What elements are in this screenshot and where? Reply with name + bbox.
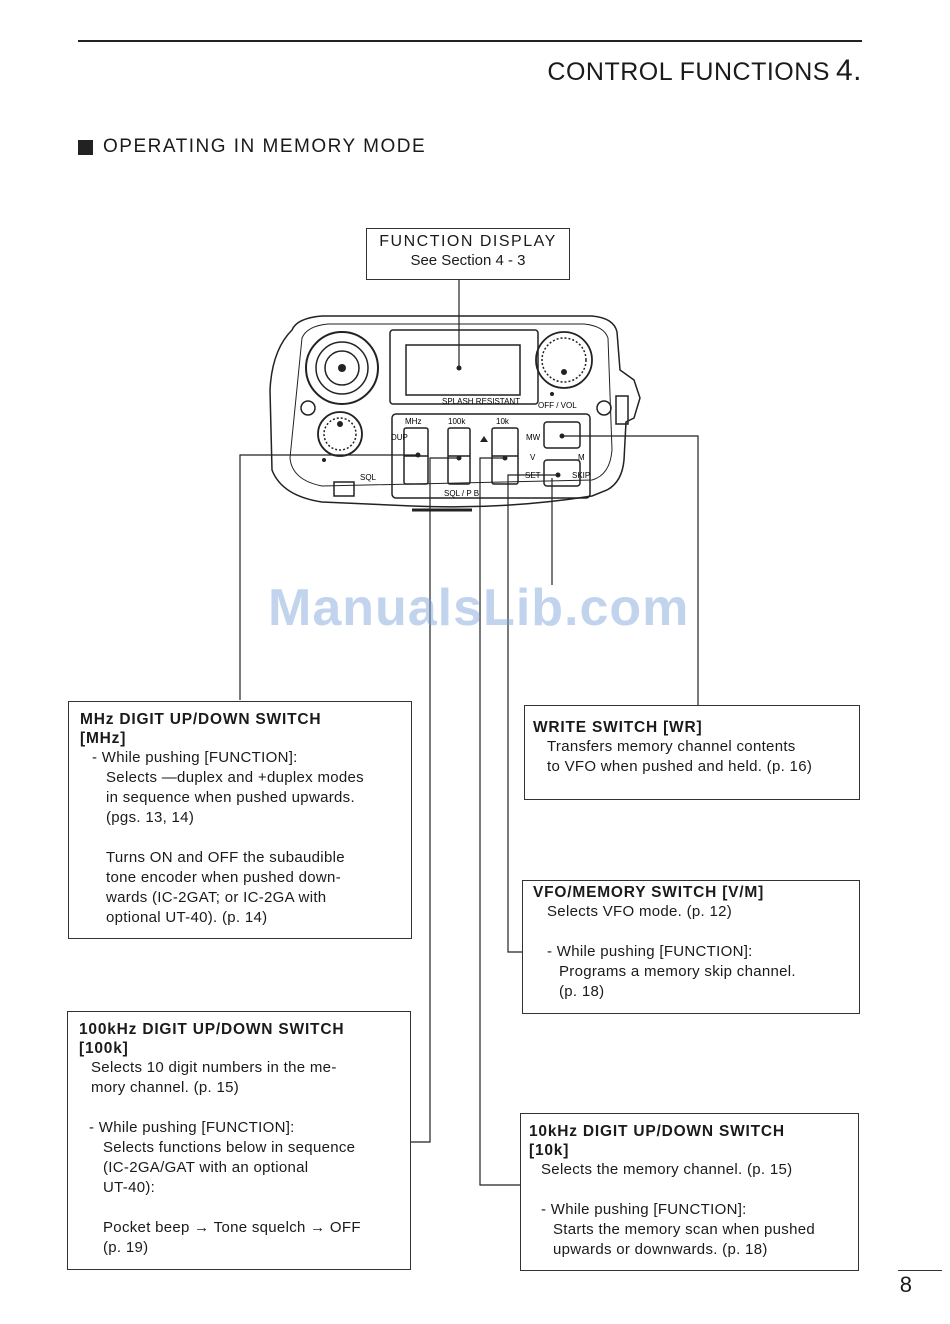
100k-box-line: (IC-2GA/GAT with an optional xyxy=(103,1159,309,1176)
section-title: OPERATING IN MEMORY MODE xyxy=(103,136,427,157)
10k-key-label: 10k xyxy=(496,417,510,426)
sql-label: SQL xyxy=(360,473,377,482)
mhz-box-line: - While pushing [FUNCTION]: xyxy=(92,749,298,766)
vfo-box-line: Programs a memory skip channel. xyxy=(559,963,796,980)
10k-box-line: upwards or downwards. (p. 18) xyxy=(553,1241,768,1258)
mhz-box-title-code: [MHz] xyxy=(80,730,127,747)
m-label: M xyxy=(578,453,585,462)
mhz-box-line: in sequence when pushed upwards. xyxy=(106,789,355,806)
100k-switch-description-box: 100kHz DIGIT UP/DOWN SWITCH [100k] Selec… xyxy=(67,1011,411,1270)
vfo-box-line: (p. 18) xyxy=(559,983,605,1000)
radio-front-panel-illustration: SPLASH RESISTANT OFF / VOL MHz 100k 10k … xyxy=(269,315,641,512)
100k-box-line: Pocket beep → Tone squelch → OFF xyxy=(103,1219,361,1236)
vfo-box-line: Selects VFO mode. (p. 12) xyxy=(547,903,733,920)
write-switch-description-box: WRITE SWITCH [WR] Transfers memory chann… xyxy=(524,705,860,800)
100k-box-line: Selects functions below in sequence xyxy=(103,1139,356,1156)
mhz-key-label: MHz xyxy=(405,417,421,426)
header-chapter-number: 4. xyxy=(835,54,862,87)
10k-box-line: Selects the memory channel. (p. 15) xyxy=(541,1161,793,1178)
100k-box-title-code: [100k] xyxy=(79,1040,129,1057)
vfo-box-title: VFO/MEMORY SWITCH [V/M] xyxy=(533,884,765,901)
section-heading: OPERATING IN MEMORY MODE xyxy=(78,136,426,158)
splash-resistant-label: SPLASH RESISTANT xyxy=(442,397,520,406)
mhz-box-line: Selects —duplex and +duplex modes xyxy=(106,769,364,786)
100k-box-line: - While pushing [FUNCTION]: xyxy=(89,1119,295,1136)
write-box-line: Transfers memory channel contents xyxy=(547,738,796,755)
mhz-box-line: tone encoder when pushed down- xyxy=(106,869,341,886)
mhz-box-line: optional UT-40). (p. 14) xyxy=(106,909,268,926)
10k-box-title-code: [10k] xyxy=(529,1142,570,1159)
10k-switch-description-box: 10kHz DIGIT UP/DOWN SWITCH [10k] Selects… xyxy=(520,1113,859,1271)
write-box-line: to VFO when pushed and held. (p. 16) xyxy=(547,758,813,775)
vfo-memory-switch-description-box: VFO/MEMORY SWITCH [V/M] Selects VFO mode… xyxy=(522,880,860,1014)
mhz-box-line: Turns ON and OFF the subaudible xyxy=(106,849,345,866)
function-display-callout: FUNCTION DISPLAY See Section 4 - 3 xyxy=(366,228,570,280)
function-display-title: FUNCTION DISPLAY xyxy=(379,233,557,250)
top-rule xyxy=(78,40,862,42)
mhz-switch-description-box: MHz DIGIT UP/DOWN SWITCH [MHz] - While p… xyxy=(68,701,412,939)
off-vol-label: OFF / VOL xyxy=(538,401,577,410)
set-label: SET xyxy=(525,471,541,480)
100k-box-line: mory channel. (p. 15) xyxy=(91,1079,240,1096)
vfo-box-line: - While pushing [FUNCTION]: xyxy=(547,943,753,960)
mhz-box-title: MHz DIGIT UP/DOWN SWITCH xyxy=(80,711,322,728)
sql-pb-label: SQL / P B xyxy=(444,489,479,498)
100k-box-line: Selects 10 digit numbers in the me- xyxy=(91,1059,337,1076)
10k-box-title: 10kHz DIGIT UP/DOWN SWITCH xyxy=(529,1123,785,1140)
mhz-box-line: (pgs. 13, 14) xyxy=(106,809,195,826)
mw-label: MW xyxy=(526,433,541,442)
100k-key-label: 100k xyxy=(448,417,466,426)
v-label: V xyxy=(530,453,536,462)
skip-label: SKIP xyxy=(572,471,590,480)
page-number: 8 xyxy=(899,1272,912,1297)
write-box-title: WRITE SWITCH [WR] xyxy=(533,719,703,736)
watermark: ManualsLib.com xyxy=(268,579,690,637)
100k-box-title: 100kHz DIGIT UP/DOWN SWITCH xyxy=(79,1021,345,1038)
100k-box-line: UT-40): xyxy=(103,1179,156,1196)
mhz-box-line: wards (IC-2GAT; or IC-2GA with xyxy=(106,889,327,906)
dup-label: DUP xyxy=(391,433,408,442)
100k-box-line: (p. 19) xyxy=(103,1239,149,1256)
10k-box-line: - While pushing [FUNCTION]: xyxy=(541,1201,747,1218)
function-display-subtitle: See Section 4 - 3 xyxy=(410,252,526,269)
page-number-rule xyxy=(898,1270,942,1271)
header-title: CONTROL FUNCTIONS xyxy=(547,58,830,86)
section-bullet-icon xyxy=(78,139,93,155)
10k-box-line: Starts the memory scan when pushed xyxy=(553,1221,815,1238)
